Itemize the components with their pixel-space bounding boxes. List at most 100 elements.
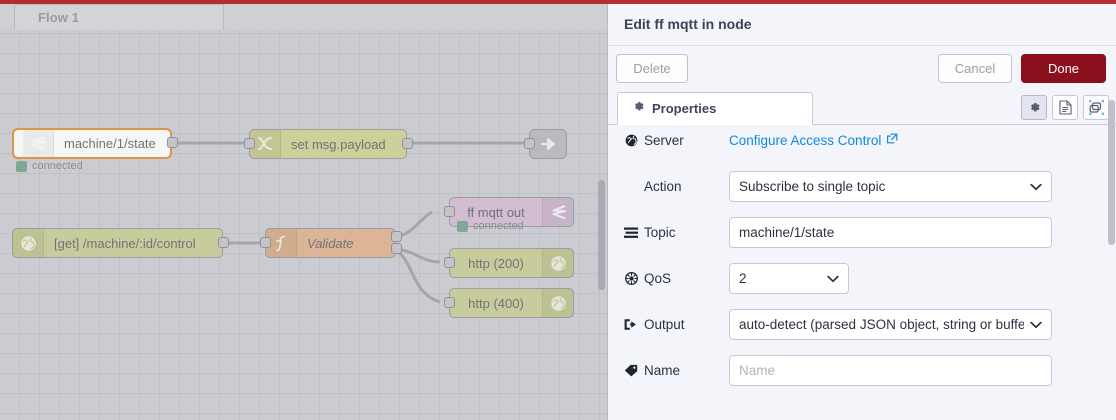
action-value: Subscribe to single topic — [739, 179, 886, 194]
chevron-down-icon — [1030, 317, 1042, 332]
function-icon — [266, 229, 297, 257]
node-input-port[interactable] — [444, 297, 455, 308]
panel-header-divider — [608, 45, 1116, 46]
tab-properties[interactable]: Properties — [617, 92, 813, 125]
output-value: auto-detect (parsed JSON object, string … — [739, 317, 1024, 332]
topic-label: Topic — [644, 225, 676, 240]
description-icon-button[interactable] — [1052, 95, 1078, 120]
panel-button-row: Delete Cancel Done — [608, 46, 1116, 133]
appearance-icon-button[interactable] — [1083, 95, 1109, 120]
node-label: ff mqtt out — [467, 204, 525, 220]
mqtt-icon — [23, 130, 54, 157]
node-function-validate[interactable]: Validate — [265, 228, 396, 258]
form-row-topic: Topic — [624, 217, 1084, 248]
output-label-group: Output — [624, 317, 729, 332]
flow-canvas[interactable]: machine/1/state connected set msg.payloa… — [0, 30, 607, 420]
tab-properties-label: Properties — [652, 101, 717, 116]
panel-tab-bar: Properties — [608, 92, 1116, 125]
chevron-down-icon — [827, 271, 839, 286]
node-label: [get] /machine/:id/control — [54, 235, 196, 251]
node-status-mqtt-out: connected — [457, 220, 524, 232]
output-label: Output — [644, 317, 685, 332]
debug-icon — [530, 130, 566, 158]
panel-tool-icons — [1021, 95, 1109, 120]
qos-select[interactable]: 2 — [729, 263, 849, 294]
form-row-output: Output auto-detect (parsed JSON object, … — [624, 309, 1084, 340]
name-label: Name — [644, 363, 681, 378]
configure-access-control-link[interactable]: Configure Access Control — [729, 133, 898, 148]
node-input-port[interactable] — [244, 138, 255, 149]
node-properties-form: Server Configure Access Control Action S… — [608, 125, 1116, 420]
action-label: Action — [644, 179, 682, 194]
name-label-group: Name — [624, 363, 729, 378]
globe-icon — [542, 249, 573, 277]
edit-node-panel: Edit ff mqtt in node Delete Cancel Done … — [607, 4, 1116, 420]
globe-icon — [542, 289, 573, 317]
node-input-port[interactable] — [524, 138, 535, 149]
node-label: set msg.payload — [291, 136, 386, 152]
cancel-button[interactable]: Cancel — [938, 54, 1012, 83]
qos-value: 2 — [739, 271, 747, 286]
globe-icon — [13, 229, 44, 257]
node-label: http (200) — [468, 255, 524, 271]
node-input-port[interactable] — [444, 206, 455, 217]
action-label-group: Action — [624, 179, 729, 194]
node-http-response-400[interactable]: http (400) — [449, 288, 574, 318]
list-icon — [624, 227, 638, 239]
tab-baseline — [608, 124, 1116, 125]
external-link-icon — [886, 133, 898, 148]
panel-vertical-scrollbar[interactable] — [1108, 100, 1115, 245]
qos-label-group: QoS — [624, 271, 729, 286]
node-output-port-1[interactable] — [391, 231, 402, 242]
form-row-action: Action Subscribe to single topic — [624, 171, 1084, 202]
output-select[interactable]: auto-detect (parsed JSON object, string … — [729, 309, 1052, 340]
change-icon — [250, 130, 281, 158]
status-text: connected — [32, 160, 83, 172]
gear-icon — [632, 100, 645, 118]
chevron-down-icon — [1030, 179, 1042, 194]
topic-label-group: Topic — [624, 225, 729, 240]
flow-tab-label: Flow 1 — [38, 10, 80, 25]
node-output-port[interactable] — [218, 237, 229, 248]
topic-input[interactable] — [729, 217, 1052, 248]
done-button[interactable]: Done — [1021, 54, 1106, 83]
qos-icon — [624, 272, 638, 285]
app-accent-bar — [0, 0, 1116, 4]
canvas-vertical-scrollbar[interactable] — [598, 180, 605, 290]
node-input-port[interactable] — [444, 257, 455, 268]
node-label: Validate — [307, 235, 354, 251]
form-row-qos: QoS 2 — [624, 263, 1084, 294]
form-row-name: Name — [624, 355, 1084, 386]
qos-label: QoS — [644, 271, 672, 286]
node-label: http (400) — [468, 295, 524, 311]
node-output-port[interactable] — [167, 137, 178, 148]
node-output-port[interactable] — [402, 138, 413, 149]
flow-tab-bar: Flow 1 — [0, 4, 607, 31]
node-input-port[interactable] — [260, 237, 271, 248]
form-row-server: Server Configure Access Control — [624, 133, 1084, 148]
panel-title: Edit ff mqtt in node — [624, 16, 752, 32]
delete-button[interactable]: Delete — [616, 54, 688, 83]
flow-tab-flow-1[interactable] — [14, 4, 224, 30]
node-change[interactable]: set msg.payload — [249, 129, 407, 159]
status-dot — [457, 220, 468, 232]
output-icon — [624, 318, 638, 331]
mqtt-icon — [542, 198, 573, 226]
server-label-group: Server — [624, 133, 729, 148]
status-text: connected — [473, 220, 524, 232]
globe-icon — [624, 134, 638, 147]
link-text: Configure Access Control — [729, 133, 882, 148]
node-http-response-200[interactable]: http (200) — [449, 248, 574, 278]
node-mqtt-out[interactable]: ff mqtt out — [449, 197, 574, 227]
flow-workspace: Flow 1 machine/1/state connected — [0, 4, 607, 420]
node-output-port-2[interactable] — [391, 243, 402, 254]
node-label: machine/1/state — [64, 136, 156, 151]
name-input[interactable] — [729, 355, 1052, 386]
action-select[interactable]: Subscribe to single topic — [729, 171, 1052, 202]
tag-icon — [624, 364, 638, 377]
gear-icon-button[interactable] — [1021, 95, 1047, 120]
status-dot — [16, 160, 27, 172]
node-debug[interactable] — [529, 129, 567, 159]
node-mqtt-in[interactable]: machine/1/state — [12, 128, 172, 159]
node-http-in[interactable]: [get] /machine/:id/control — [12, 228, 223, 258]
